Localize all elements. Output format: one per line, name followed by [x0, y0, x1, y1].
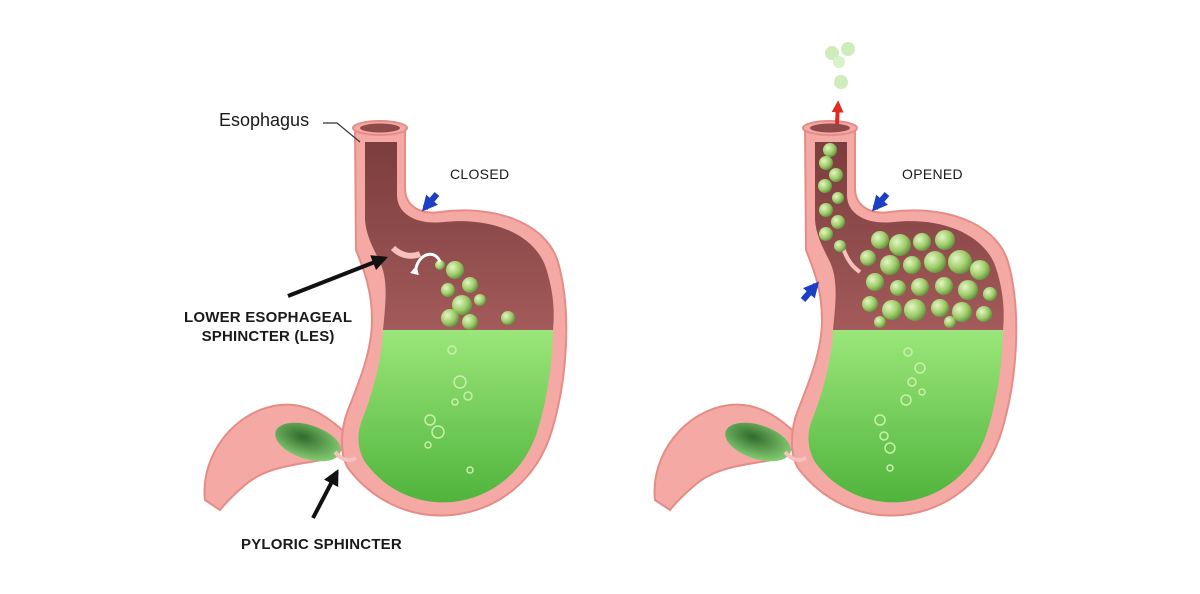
stomach-opened	[652, 42, 1019, 518]
closed-label: CLOSED	[450, 166, 510, 182]
blue-arrow-opened-side	[800, 281, 820, 302]
gas-bubbles-opened	[860, 230, 997, 328]
pyloric-sphincter-label: PYLORIC SPHINCTER	[241, 536, 402, 553]
les-opened	[841, 247, 862, 274]
les-closed	[390, 245, 422, 259]
opened-label: OPENED	[902, 166, 963, 182]
pyloric-pointer	[311, 469, 339, 519]
les-label-line2: SPHINCTER (LES)	[201, 327, 335, 345]
red-up-arrow	[831, 100, 844, 125]
esophagus-label: Esophagus	[219, 110, 310, 130]
les-pointer	[287, 255, 388, 298]
return-arrow	[410, 252, 442, 276]
gas-bubbles-closed	[435, 260, 515, 330]
acid-bubbles-closed	[424, 345, 474, 474]
stomach-closed	[202, 119, 569, 519]
les-label-line1: LOWER ESOPHAGEAL	[184, 309, 353, 326]
esophagus-leader	[323, 122, 361, 143]
blue-arrow-closed	[421, 192, 440, 212]
escaping-bubbles	[825, 42, 855, 89]
acid-bubbles-opened	[874, 347, 926, 472]
esophagus-bubbles	[818, 143, 846, 252]
les-label: LOWER ESOPHAGEAL SPHINCTER (LES)	[184, 309, 352, 347]
blue-arrow-opened-top	[871, 192, 890, 212]
